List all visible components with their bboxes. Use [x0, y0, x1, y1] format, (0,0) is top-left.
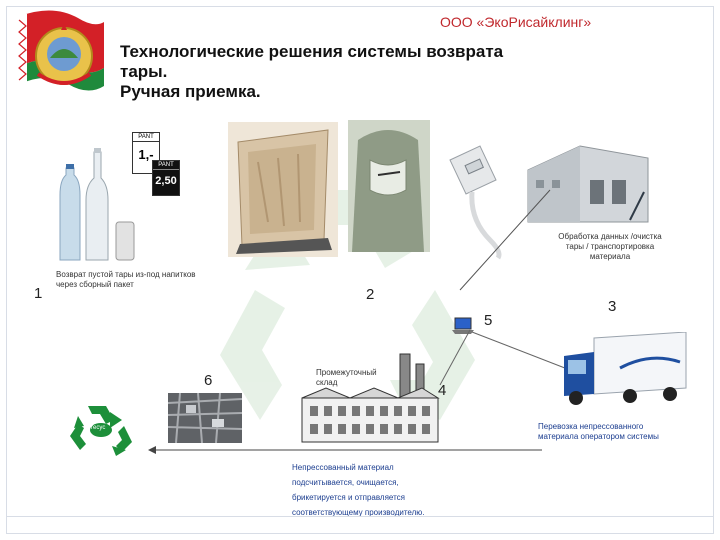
caption-line: Возврат пустой тары из-под напитков [56, 270, 196, 279]
caption-line: через сборный пакет [56, 280, 134, 289]
return-arrow [148, 446, 542, 454]
step-number-3: 3 [608, 298, 617, 315]
caption-line: материала [589, 252, 631, 261]
step-number-1: 1 [34, 285, 43, 302]
caption-line: склад [316, 378, 338, 387]
caption-line: соответствующему производителю. [292, 508, 425, 517]
step-number-2: 2 [366, 286, 375, 303]
bottles-image [59, 148, 135, 261]
pant-label-2: PANT 2,50 [152, 160, 180, 196]
step-number-4: 4 [438, 382, 447, 399]
scanner-image [449, 145, 502, 260]
caption-line: Перевозка непрессованного [538, 422, 644, 431]
pant-value: 1,- [138, 147, 154, 162]
compressed-bale-image [168, 393, 242, 443]
bottom-divider [6, 516, 714, 517]
pant-label-1: PANT 1,- [132, 132, 160, 174]
recycle-logo-text: recyc [91, 425, 106, 431]
factory-caption: Непрессованный материал подсчитывается, … [292, 460, 472, 520]
pant-value: 2,50 [155, 175, 177, 187]
pant-label-text: PANT [153, 161, 179, 170]
step-1-caption: Возврат пустой тары из-под напитков чере… [56, 270, 236, 290]
slide-frame [6, 6, 714, 534]
step-number-6: 6 [204, 372, 213, 389]
belarus-flag-emblem [8, 8, 108, 103]
factory-image [301, 353, 440, 443]
company-name: ООО «ЭкоРисайклинг» [440, 14, 592, 30]
caption-line: Непрессованный материал [292, 463, 394, 472]
title-line: тары. [120, 62, 168, 81]
warehouse-image [527, 145, 649, 223]
page-title: Технологические решения системы возврата… [120, 42, 640, 102]
flow-arrow [459, 189, 551, 291]
network-lines [439, 329, 571, 386]
recycle-icon [70, 406, 132, 456]
collection-bag-image [228, 122, 338, 257]
title-line: Ручная приемка. [120, 82, 261, 101]
caption-line: тары / транспортировка [565, 242, 655, 251]
caption-line: материала оператором системы [538, 432, 659, 441]
pant-label-text: PANT [133, 133, 159, 142]
warehouse-caption: Обработка данных /очистка тары / транспо… [535, 232, 685, 262]
title-line: Технологические решения системы возврата [120, 42, 504, 61]
truck-image [564, 332, 687, 405]
step-4-caption: Промежуточный склад [316, 368, 406, 388]
caption-line: подсчитывается, очищается, [292, 478, 399, 487]
caption-line: Обработка данных /очистка [558, 232, 662, 241]
tied-bag-image [348, 120, 430, 252]
caption-line: брикетируется и отправляется [292, 493, 406, 502]
recycle-logo: recyc [66, 400, 136, 456]
truck-caption: Перевозка непрессованного материала опер… [538, 422, 698, 442]
step-number-5: 5 [484, 312, 493, 329]
caption-line: Промежуточный [316, 368, 377, 377]
